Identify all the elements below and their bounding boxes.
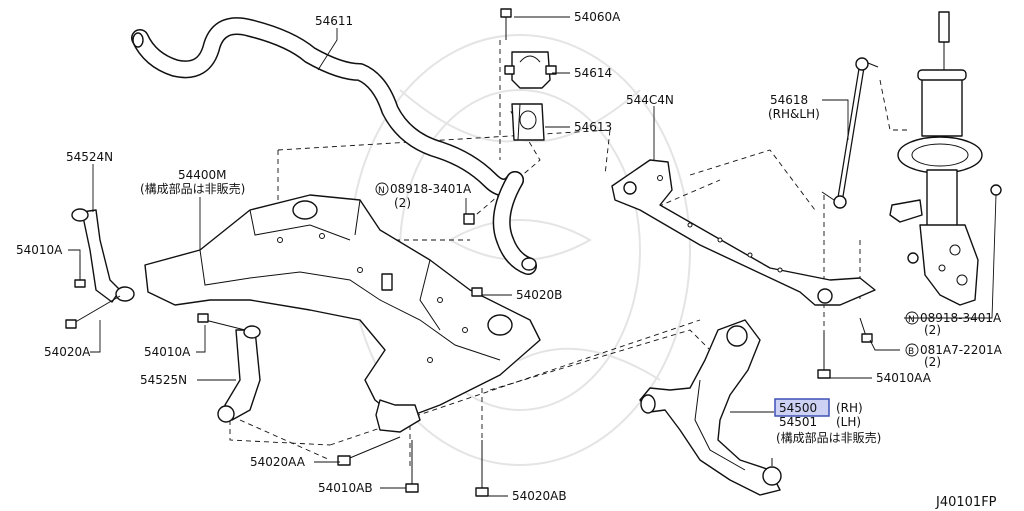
stabilizer-bushing [511, 103, 545, 141]
callout-08918-b: 08918-3401A [920, 311, 1002, 325]
n-mark-circle-a [375, 182, 389, 196]
callout-54020ab: 54020AB [512, 489, 567, 503]
callout-5450x-note: (構成部品は非販売) [776, 430, 881, 445]
callout-54010a-mid: 54010A [144, 345, 191, 359]
leader-lines [68, 16, 997, 497]
front-member-bar [611, 159, 876, 306]
transverse-link [639, 319, 782, 496]
callout-54010ab: 54010AB [318, 481, 373, 495]
callout-54618-note: (RH&LH) [768, 107, 820, 121]
left-rod-lower [65, 295, 401, 466]
callout-08918-a: 08918-3401A [390, 182, 472, 196]
callout-08918-b-qty: (2) [924, 323, 941, 337]
callout-54501: 54501 [779, 415, 817, 429]
callout-54010a-left: 54010A [16, 243, 63, 257]
b-mark: B [908, 347, 914, 357]
callout-54614: 54614 [574, 66, 612, 80]
callout-54400m-note: (構成部品は非販売) [140, 181, 245, 196]
callout-54020aa: 54020AA [250, 455, 306, 469]
callout-54020a: 54020A [44, 345, 91, 359]
left-rod-upper [71, 208, 135, 303]
callout-54613: 54613 [574, 120, 612, 134]
highlight-54500 [774, 398, 830, 417]
callout-54501-side: (LH) [836, 415, 861, 429]
callout-54500: 54500 [779, 401, 817, 415]
callout-08918-a-qty: (2) [394, 196, 411, 210]
strut-assembly [889, 11, 1002, 306]
callout-54500-side: (RH) [836, 401, 863, 415]
front-crossmember [144, 194, 541, 433]
callout-081a7: 081A7-2201A [920, 343, 1003, 357]
callout-labels: 54611 54060A 54614 54613 544C4N 54618 (R… [16, 10, 1003, 510]
n-mark-a: N [378, 186, 385, 196]
callout-54060a: 54060A [574, 10, 621, 24]
diagram-id: J40101FP [935, 495, 997, 510]
stabilizer-bar [131, 17, 537, 275]
n-mark-b: N [908, 315, 915, 325]
callout-081a7-qty: (2) [924, 355, 941, 369]
stabilizer-clamp [500, 8, 557, 89]
callout-544c4n: 544C4N [626, 93, 674, 107]
b-mark-circle [905, 343, 919, 357]
callout-54524n: 54524N [66, 150, 113, 164]
callout-54525n: 54525N [140, 373, 187, 387]
callout-54020b: 54020B [516, 288, 562, 302]
bolts [405, 213, 873, 497]
stabilizer-link [821, 57, 879, 209]
callout-54611: 54611 [315, 14, 353, 28]
n-mark-circle-b [905, 311, 919, 325]
callout-54618: 54618 [770, 93, 808, 107]
callout-54400m: 54400M [178, 168, 227, 182]
callout-54010aa: 54010AA [876, 371, 932, 385]
